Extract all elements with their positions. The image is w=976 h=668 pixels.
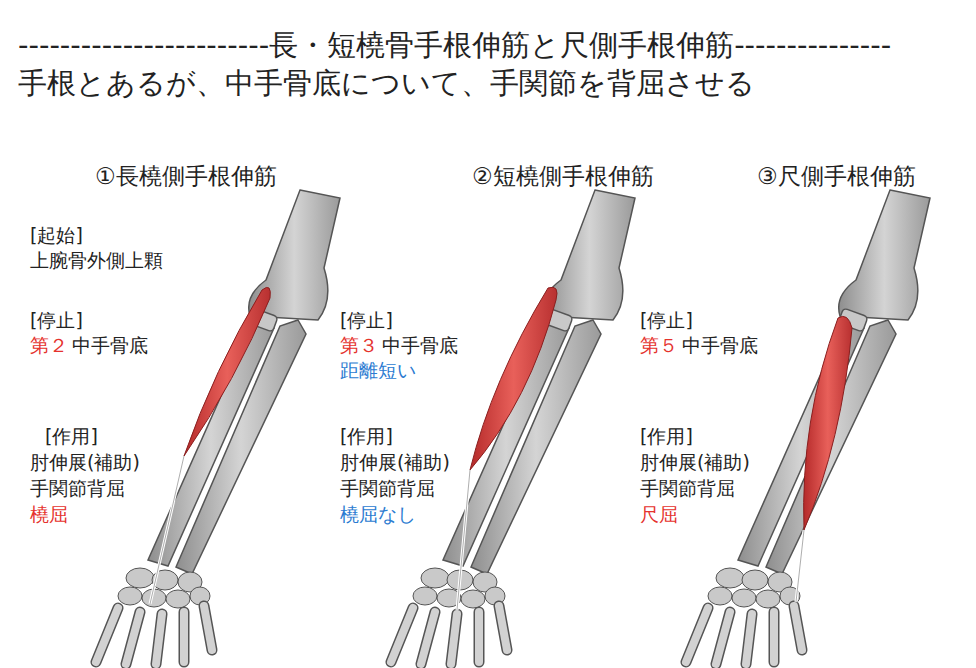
panel-heading: ②短橈側手根伸筋 <box>472 163 654 191</box>
section-label: [停止] <box>30 309 83 332</box>
insertion-text: 中手骨底 <box>682 334 758 357</box>
action-text: 肘伸展(補助) <box>30 451 140 474</box>
action-text: 肘伸展(補助) <box>340 451 450 474</box>
action-text: 手関節背屈 <box>340 477 435 500</box>
section-label: [起始] <box>30 224 83 247</box>
section-label: [作用] <box>45 425 98 448</box>
section-label: [停止] <box>340 309 393 332</box>
origin-text: 上腕骨外側上顆 <box>30 249 163 272</box>
tendon-edge <box>150 456 184 604</box>
insertion-text: 中手骨底 <box>382 334 458 357</box>
note-text: 橈屈なし <box>340 503 416 526</box>
action-text: 肘伸展(補助) <box>640 451 750 474</box>
insertion-text: 中手骨底 <box>72 334 148 357</box>
muscle-belly <box>804 316 852 530</box>
arm-bones <box>391 190 635 664</box>
note-text: 距離短い <box>340 359 416 382</box>
tendon <box>457 470 470 610</box>
insertion-number: 第３ <box>340 334 378 357</box>
tendon <box>150 456 184 604</box>
tendon-edge <box>796 530 804 602</box>
tendon-edge <box>457 470 470 610</box>
title: ------------------------長・短橈骨手根伸筋と尺側手根伸筋… <box>18 28 891 63</box>
arm-bones <box>686 190 930 664</box>
action-text: 手関節背屈 <box>640 477 735 500</box>
insertion-number: 第５ <box>640 334 678 357</box>
panel-heading: ③尺側手根伸筋 <box>757 163 916 191</box>
section-label: [停止] <box>640 309 693 332</box>
subtitle: 手根とあるが、中手骨底について、手関節を背屈させる <box>18 66 755 101</box>
section-label: [作用] <box>340 425 393 448</box>
tendon <box>796 530 804 602</box>
muscle-belly <box>184 287 270 456</box>
panel-heading: ①長橈側手根伸筋 <box>95 163 277 191</box>
insertion-number: 第２ <box>30 334 68 357</box>
action-highlight: 尺屈 <box>640 503 678 526</box>
action-text: 手関節背屈 <box>30 477 125 500</box>
muscle-belly <box>470 287 557 470</box>
section-label: [作用] <box>640 425 693 448</box>
action-highlight: 橈屈 <box>30 503 68 526</box>
